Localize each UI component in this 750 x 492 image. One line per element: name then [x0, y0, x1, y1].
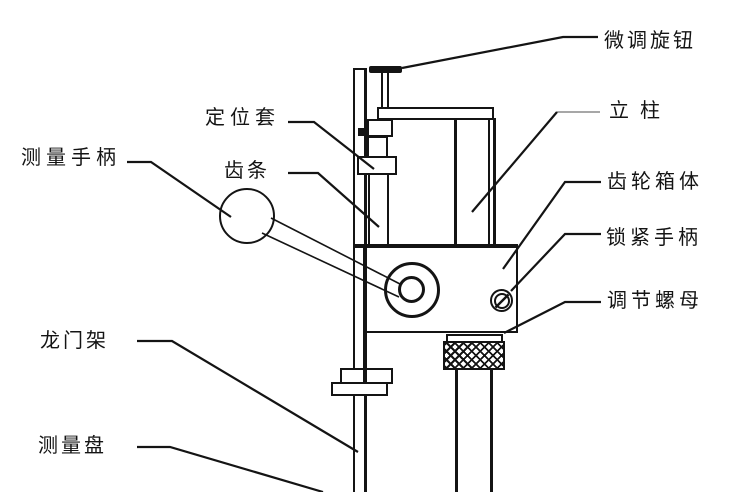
leader-adjust-nut	[503, 300, 601, 334]
gear-hub-inner-circle	[398, 276, 425, 303]
leader-measuring-plate	[137, 445, 324, 492]
label-fine-adjust-knob: 微调旋钮	[604, 30, 696, 52]
label-rack: 齿条	[224, 160, 270, 182]
leader-fine-adjust-knob	[401, 35, 598, 70]
leader-measuring-handle	[127, 160, 232, 218]
sleeve-step-lower	[367, 136, 388, 158]
label-measuring-handle: 测量手柄	[21, 147, 121, 169]
lock-screw-inner-circle	[494, 293, 510, 309]
label-measuring-plate: 测量盘	[38, 435, 107, 457]
leader-lock-handle	[510, 232, 601, 292]
fine-adjust-knob-stem	[381, 71, 389, 110]
column-lower-left-line	[455, 368, 458, 492]
leader-gantry-frame	[137, 339, 359, 453]
gear-box-top-edge	[353, 244, 518, 248]
top-plate	[377, 107, 494, 120]
positioning-sleeve-block	[357, 156, 397, 175]
measuring-handle-ball	[219, 188, 275, 244]
label-column: 立柱	[609, 100, 671, 122]
rack-lower-segment	[363, 246, 367, 384]
column-inner-line	[488, 118, 490, 246]
gantry-foot-lower	[331, 382, 388, 396]
label-adjust-nut: 调节螺母	[607, 290, 703, 312]
column-lower-right-line	[490, 368, 493, 492]
label-gear-box-body: 齿轮箱体	[607, 171, 703, 193]
label-lock-handle: 锁紧手柄	[606, 227, 702, 249]
sleeve-pin	[358, 128, 366, 136]
rack-tube	[368, 174, 389, 246]
label-gantry-frame: 龙门架	[40, 330, 109, 352]
fine-adjust-knob-cap	[369, 66, 402, 73]
sleeve-step-upper	[367, 119, 393, 137]
label-positioning-sleeve: 定位套	[205, 107, 280, 129]
adjust-nut-knurl	[443, 341, 505, 370]
